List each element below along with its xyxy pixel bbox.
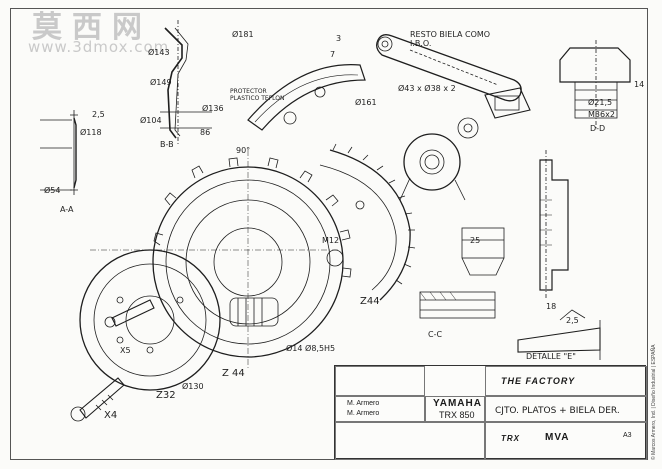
label-z32: Z32 (156, 390, 176, 401)
sheet-size: A3 (623, 432, 632, 439)
label-dim-e: 2,5 (566, 316, 579, 325)
label-phi161: Ø161 (355, 98, 377, 107)
section-label-aa: A-A (60, 205, 74, 214)
label-phi54: Ø54 (44, 186, 61, 195)
mva-logo: MVA (545, 432, 570, 443)
section-label-dd: D-D (590, 124, 606, 133)
label-phi118: Ø118 (80, 128, 102, 137)
bolt-spec: Ø43 x Ø38 x 2 (398, 84, 456, 93)
chainring-middle (319, 143, 416, 301)
label-phi104: Ø104 (140, 116, 162, 125)
bracket-section (461, 227, 505, 276)
section-label-bb: B-B (160, 140, 174, 149)
brand-name: YAMAHA (433, 398, 482, 409)
crank-arm (376, 34, 522, 102)
crank-shaft (484, 87, 531, 119)
label-dim-86: 86 (200, 128, 211, 137)
mounting-bolt (70, 377, 125, 422)
hub-spider (399, 117, 479, 201)
section-label-cc: C-C (428, 330, 443, 339)
label-phi136: Ø136 (202, 104, 224, 113)
thread-spec: M36x2 (588, 110, 615, 119)
title-cell (485, 396, 647, 422)
drawn-cell (335, 396, 425, 422)
label-x5: X5 (120, 346, 131, 355)
notes-cell (335, 366, 425, 396)
label-dim-2-5: 2,5 (92, 110, 105, 119)
section-cc (419, 291, 496, 319)
guard-note: PROTECTOR PLASTICO TEFLON (230, 88, 285, 102)
drawing-title: CJTO. PLATOS + BIELA DER. (495, 406, 620, 416)
spacer-stack (229, 297, 279, 327)
label-z44-b: Z 44 (222, 368, 245, 379)
title-block: M. Armero M. Armero YAMAHA TRX 850 CJTO.… (334, 365, 647, 460)
label-dim-3: 3 (336, 34, 342, 43)
label-dim-14: 14 (634, 80, 645, 89)
watermark-logo: 莫西网 (32, 10, 152, 45)
label-dim-25: 25 (470, 236, 481, 245)
watermark-url: www.3dmox.com (28, 38, 170, 56)
copyright-note: © Marcos Armero, Ind. | Diseño Industria… (651, 344, 657, 460)
label-angle-90: 90° (236, 146, 251, 155)
label-phi143: Ø143 (148, 48, 170, 57)
detail-e (517, 309, 601, 360)
spacer-bolt (104, 299, 155, 328)
section-bb-profile (164, 27, 183, 139)
hub-vertical-section (539, 150, 569, 300)
brand-cell (425, 396, 485, 422)
label-phi130: Ø130 (182, 382, 204, 391)
model-name: TRX 850 (439, 410, 475, 420)
trx-logo: TRX (501, 434, 520, 443)
logos-cell (485, 422, 647, 460)
label-x4: X4 (104, 410, 118, 421)
team-logo: THE FACTORY (501, 376, 576, 386)
drawn-by: M. Armero (347, 400, 380, 407)
diameter-21: Ø21,5 (588, 98, 613, 107)
label-m12: M12 (322, 236, 340, 245)
logo-cell (485, 366, 647, 396)
label-phi149: Ø149 (150, 78, 172, 87)
checked-by: M. Armero (347, 410, 380, 417)
drawing-frame (10, 8, 648, 460)
spindle-nut (559, 40, 631, 128)
chain-guard (247, 64, 366, 131)
label-phi14: Ø14 Ø8,5H5 (286, 344, 336, 353)
label-z44: Z44 (360, 296, 380, 307)
material-cell (335, 422, 485, 460)
crank-note: RESTO BIELA COMO I.B.O. (410, 30, 491, 48)
label-dim-18: 18 (546, 302, 557, 311)
label-phi181: Ø181 (232, 30, 254, 39)
label-dim-7: 7 (330, 50, 336, 59)
detail-e-label: DETALLE "E" (526, 352, 576, 361)
